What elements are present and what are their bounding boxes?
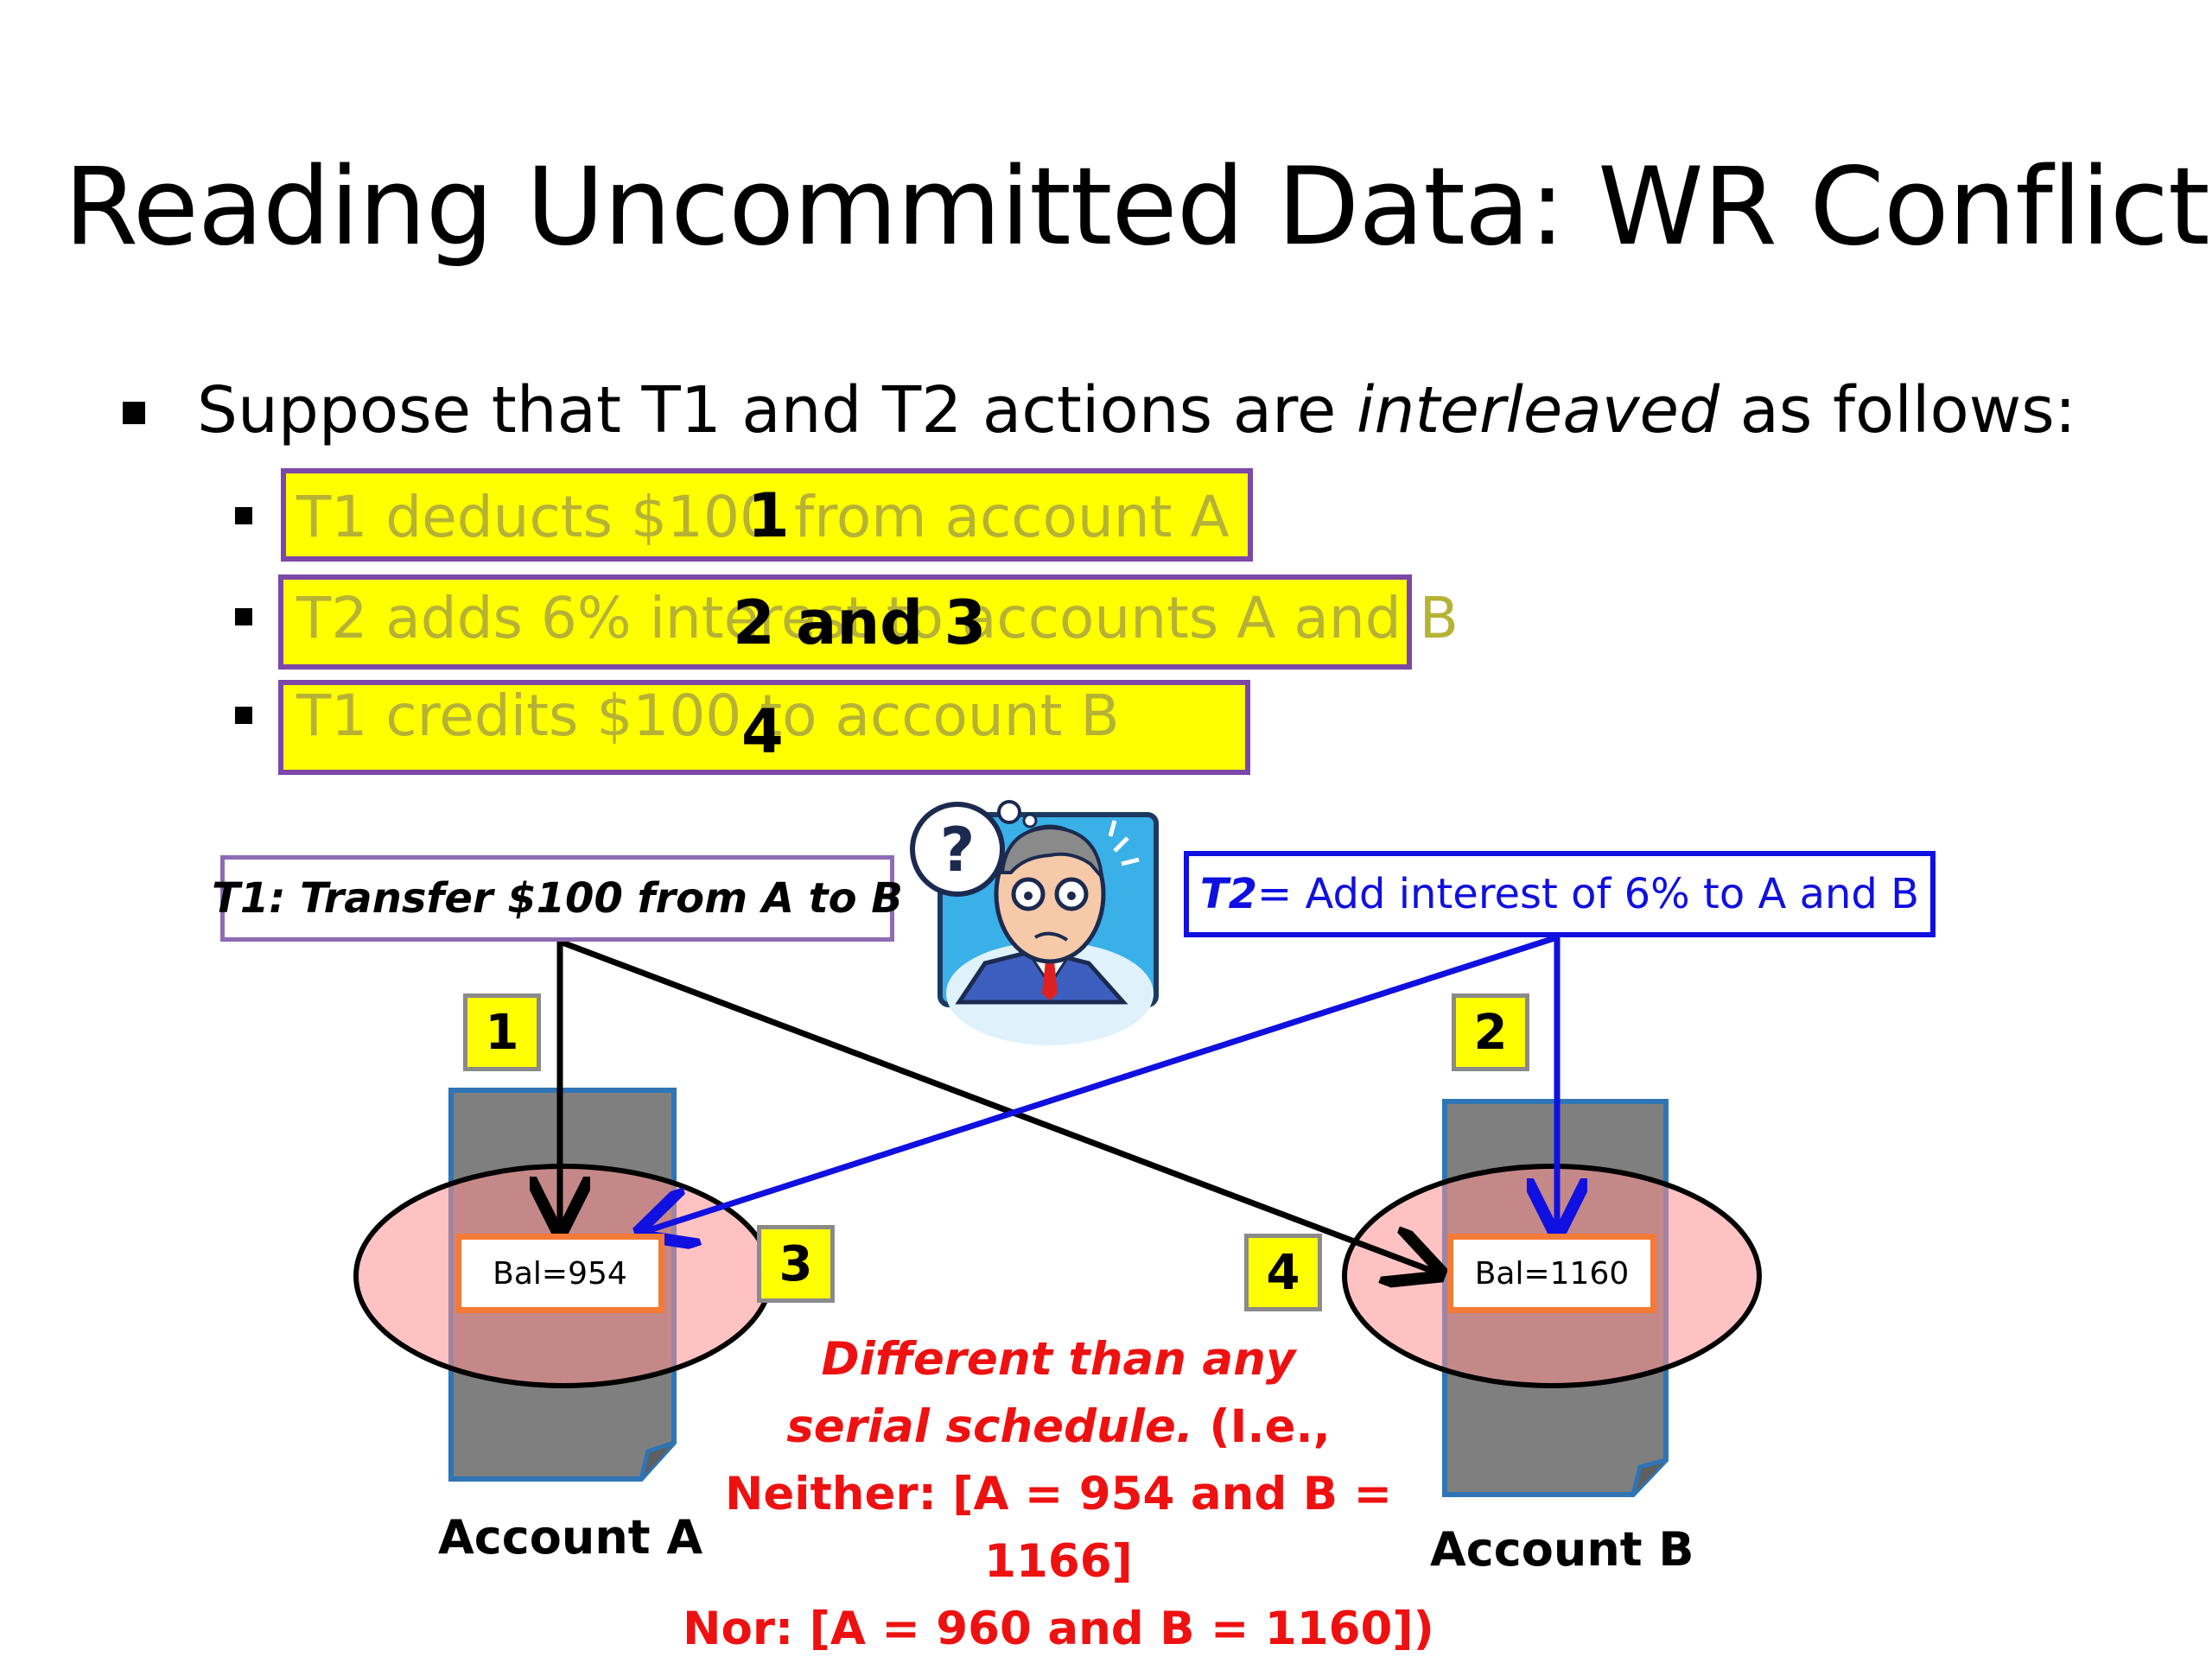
sub-bullet-marker — [235, 507, 252, 524]
note-line-2-rest: (I.e., — [1193, 1400, 1331, 1453]
note-line-4: Nor: [A = 960 and B = 1160]) — [683, 1603, 1434, 1655]
step-badge-3: 3 — [757, 1225, 835, 1303]
sub-bullet-3-step: 4 — [741, 696, 784, 767]
sub-bullet-2-text: T2 adds 6% interest to accounts A and B — [296, 585, 1459, 651]
svg-text:?: ? — [940, 815, 976, 885]
t2-name: T2 — [1199, 870, 1258, 918]
t1-arrow-to-b — [558, 938, 1434, 1272]
t2-arrow-to-a — [646, 934, 1559, 1231]
highlight-box-3 — [278, 680, 1250, 775]
step-badge-1: 1 — [463, 993, 541, 1071]
account-a-label: Account A — [438, 1510, 703, 1565]
note-line-3: Neither: [A = 954 and B = 1166] — [724, 1468, 1393, 1588]
highlight-box-1 — [281, 468, 1253, 562]
sub-bullet-1-step: 1 — [747, 480, 790, 551]
sub-bullet-1-text: T1 deducts $100 from account A — [296, 484, 1230, 550]
sub-bullet-3-text: T1 credits $100 to account B — [296, 682, 1120, 749]
sub-bullet-marker — [235, 608, 252, 625]
conflict-note: Different than any serial schedule. (I.e… — [683, 1326, 1434, 1663]
t2-description: = Add interest of 6% to A and B — [1257, 870, 1920, 918]
account-b-balance: Bal=1160 — [1447, 1234, 1656, 1313]
step-badge-2: 2 — [1452, 993, 1529, 1071]
main-bullet: Suppose that T1 and T2 actions are inter… — [197, 373, 2076, 447]
bullet-marker — [123, 402, 145, 424]
highlight-box-2 — [278, 574, 1412, 670]
t1-label-box: T1: Transfer $100 from A to B — [212, 855, 903, 942]
sub-bullet-marker — [235, 707, 252, 724]
slide-title: Reading Uncommitted Data: WR Conflicts — [64, 145, 2212, 270]
confused-man-thinking-icon: ? — [910, 800, 1159, 1045]
sub-bullet-2-step: 2 and 3 — [733, 587, 987, 658]
account-b-label: Account B — [1430, 1522, 1694, 1577]
main-bullet-emphasis: interleaved — [1356, 373, 1720, 447]
main-bullet-suffix: as follows: — [1719, 373, 2076, 447]
note-line-2-italic: serial schedule. — [786, 1400, 1193, 1453]
step-badge-4: 4 — [1244, 1234, 1322, 1311]
main-bullet-prefix: Suppose that T1 and T2 actions are — [197, 373, 1357, 447]
t2-label-box: T2 = Add interest of 6% to A and B — [1184, 851, 1936, 937]
note-line-1: Different than any — [821, 1333, 1296, 1386]
account-a-balance: Bal=954 — [455, 1234, 664, 1313]
